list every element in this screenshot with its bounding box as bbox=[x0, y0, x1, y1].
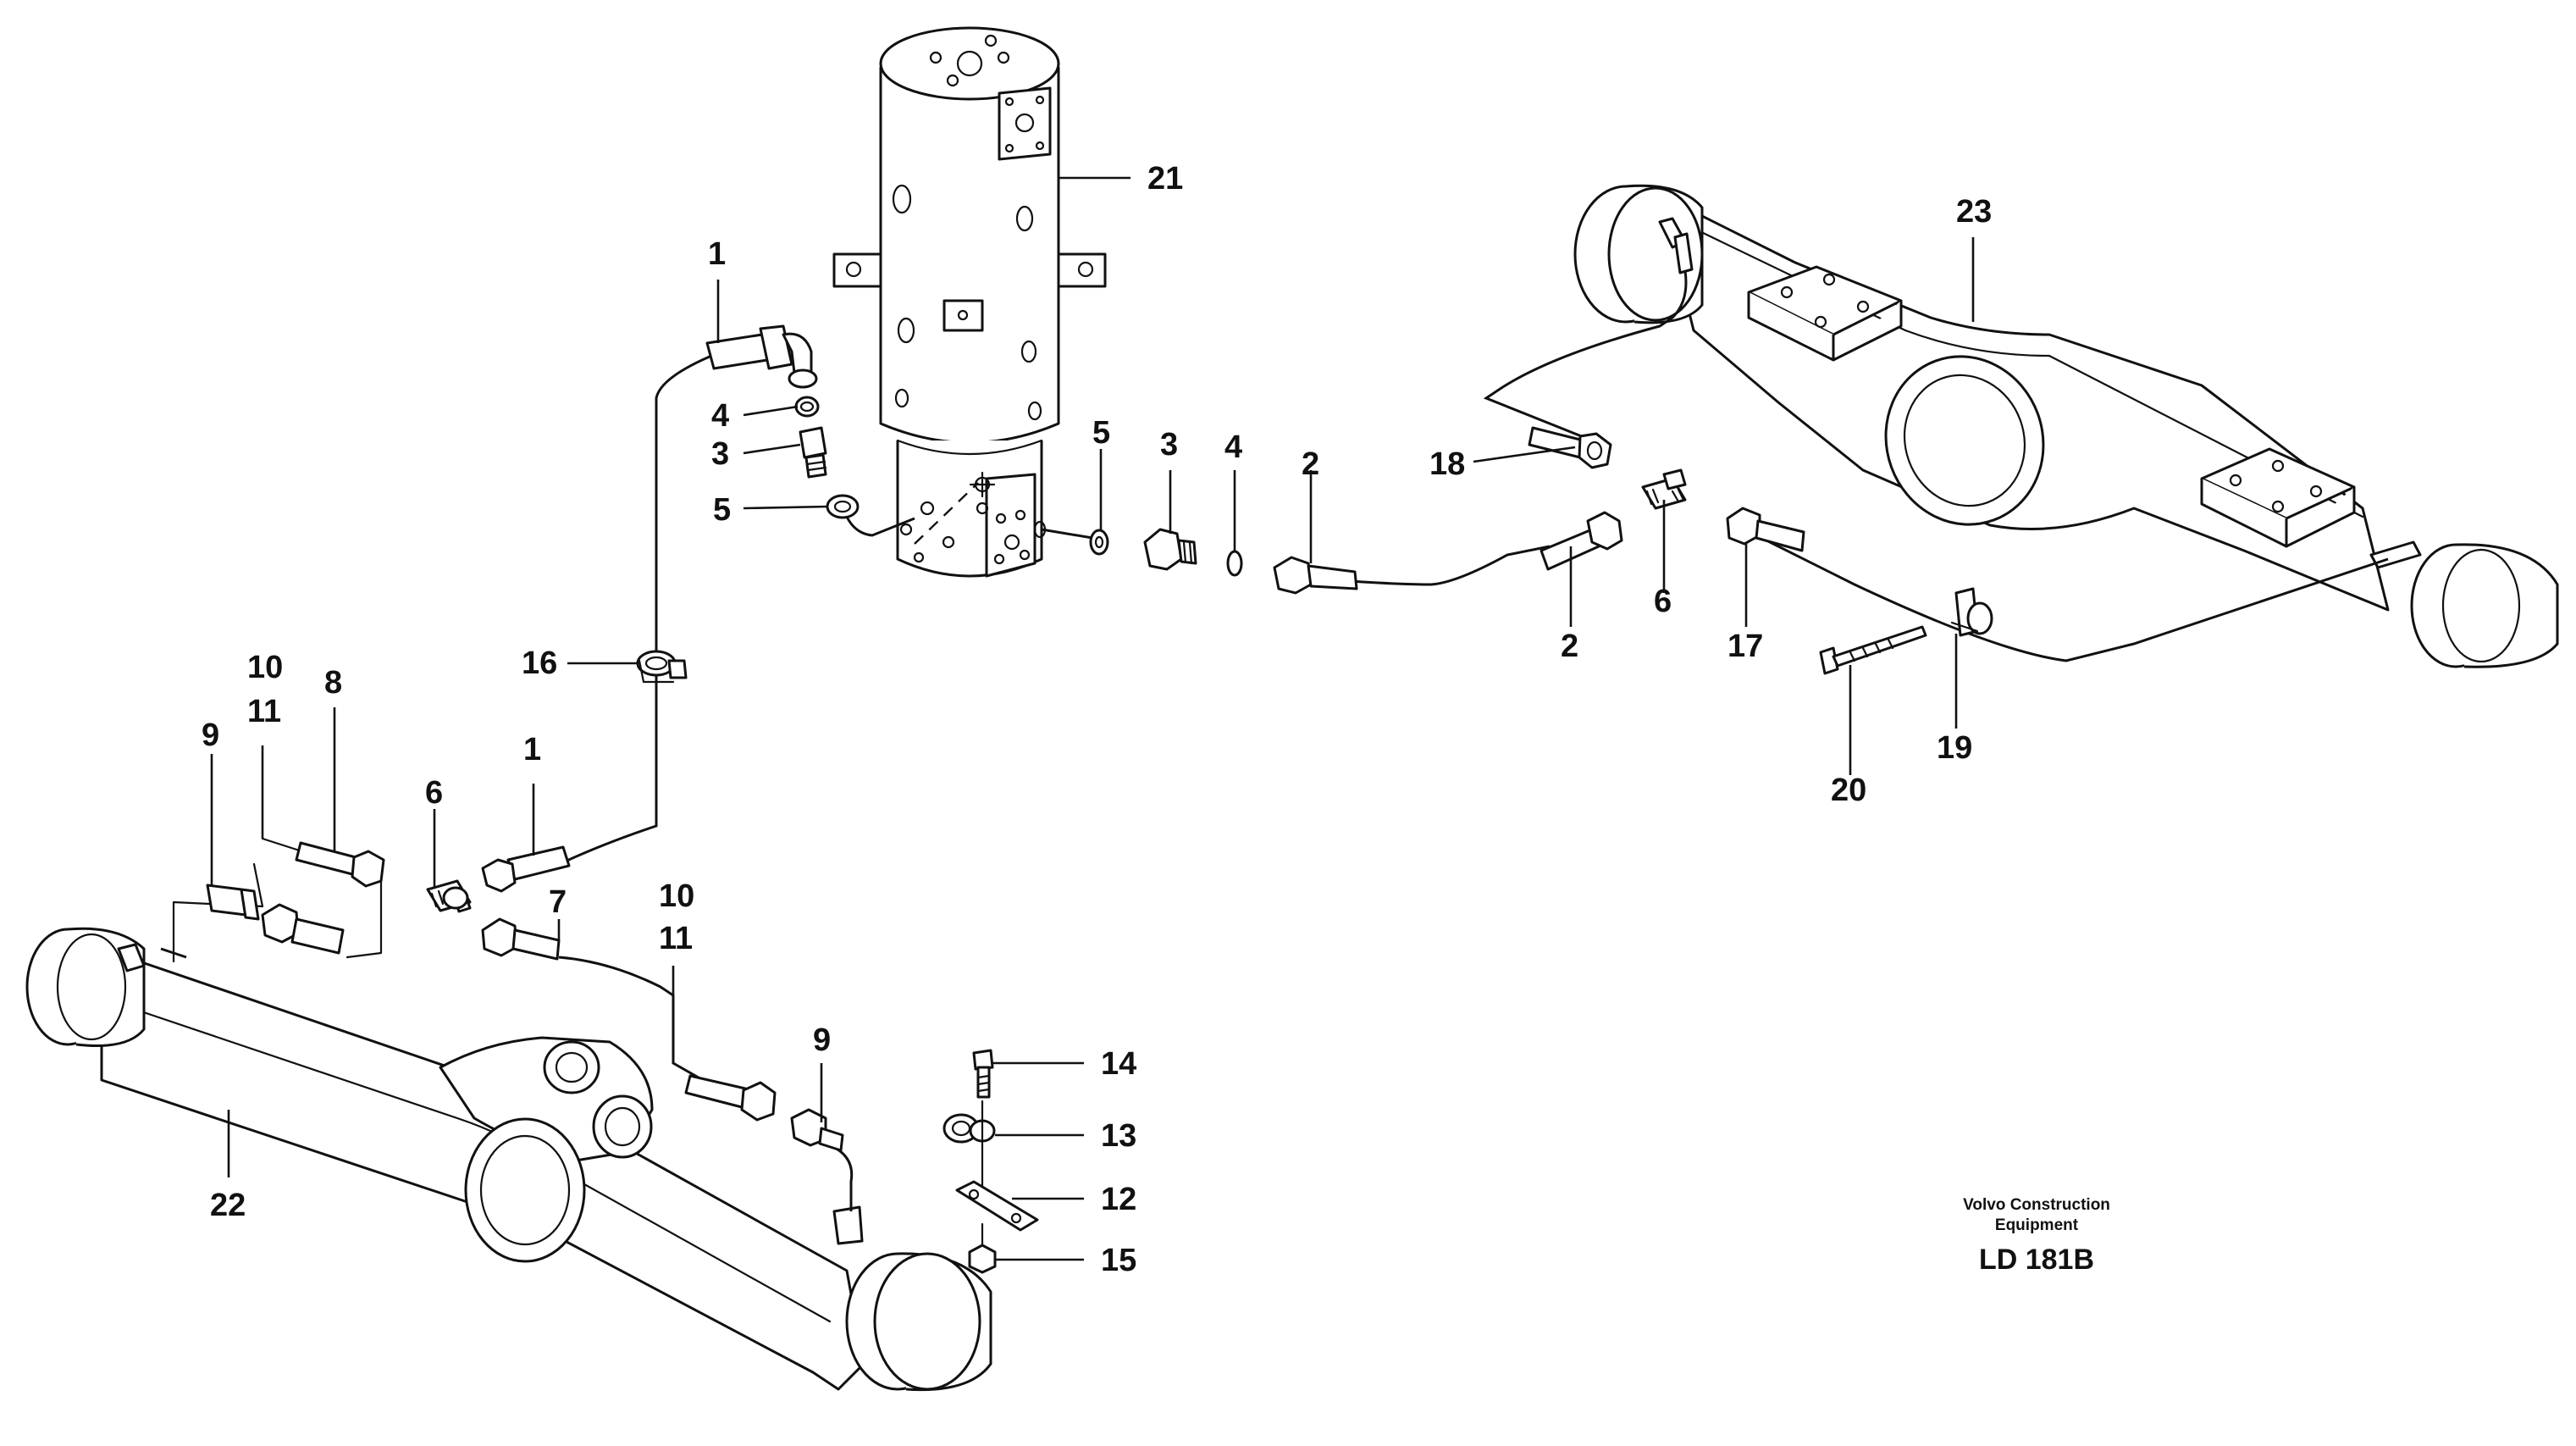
clamp-19 bbox=[1950, 587, 1993, 637]
caption-block: Volvo Construction Equipment LD 181B bbox=[1963, 1196, 2110, 1276]
tee-6-rear bbox=[1641, 468, 1687, 510]
callout-8: 8 bbox=[324, 665, 342, 701]
callout-11-lower: 11 bbox=[659, 921, 693, 956]
callout-4-right: 4 bbox=[1224, 429, 1242, 465]
callout-9-lower: 9 bbox=[813, 1022, 831, 1058]
callout-18: 18 bbox=[1429, 446, 1465, 482]
hose-fitting-18 bbox=[1528, 426, 1612, 469]
callout-20: 20 bbox=[1831, 773, 1866, 808]
front-axle-22 bbox=[25, 927, 992, 1392]
clamp-16 bbox=[636, 650, 688, 684]
leader-lines bbox=[210, 176, 1975, 1261]
tube-runs bbox=[160, 352, 1551, 1211]
tee-6-lower bbox=[426, 879, 472, 913]
bolt-20 bbox=[1819, 625, 1927, 675]
callout-17: 17 bbox=[1727, 629, 1763, 664]
drawing-code: LD 181B bbox=[1979, 1244, 2094, 1276]
callout-5-top: 5 bbox=[713, 492, 731, 528]
callout-5-right: 5 bbox=[1092, 415, 1110, 451]
rear-axle-23 bbox=[1573, 184, 2559, 668]
nut-15 bbox=[968, 1222, 997, 1274]
callout-1-lower: 1 bbox=[523, 732, 541, 767]
clamp-13 bbox=[943, 1100, 996, 1196]
callout-22: 22 bbox=[210, 1188, 246, 1223]
hose-fitting-17 bbox=[1726, 507, 1805, 552]
callout-7: 7 bbox=[549, 884, 567, 920]
callout-labels: 21 23 1 4 3 5 5 3 4 2 18 2 6 17 19 20 16… bbox=[202, 161, 1992, 1278]
callout-3-right: 3 bbox=[1160, 427, 1178, 463]
hose-fitting-1-top bbox=[705, 324, 818, 389]
plate-12 bbox=[955, 1180, 1039, 1232]
callout-10-upper: 10 bbox=[247, 650, 283, 685]
callout-13: 13 bbox=[1101, 1118, 1136, 1154]
callout-15: 15 bbox=[1101, 1243, 1136, 1278]
callout-14: 14 bbox=[1101, 1046, 1136, 1082]
callout-6-rear: 6 bbox=[1654, 584, 1672, 619]
callout-2-rear: 2 bbox=[1561, 629, 1578, 664]
hose-fitting-1-lower bbox=[481, 845, 571, 893]
fitting-9-upper bbox=[206, 884, 345, 955]
callout-16: 16 bbox=[522, 645, 557, 681]
hose-fitting-10-11-lower bbox=[684, 1074, 777, 1122]
callout-4-top: 4 bbox=[711, 398, 729, 434]
rear-axle-brake-lines bbox=[1483, 270, 2389, 662]
washer-5-right bbox=[1089, 529, 1109, 556]
callout-10-lower: 10 bbox=[659, 878, 694, 914]
adapter-3-right bbox=[1143, 528, 1197, 571]
callout-12: 12 bbox=[1101, 1182, 1136, 1217]
bolt-14 bbox=[972, 1049, 994, 1099]
o-ring-4-top bbox=[794, 396, 820, 418]
o-ring-4-right bbox=[1226, 550, 1243, 577]
callout-19: 19 bbox=[1937, 730, 1972, 766]
adapter-3-top bbox=[799, 426, 827, 479]
callout-6-lower: 6 bbox=[425, 775, 443, 811]
callout-23: 23 bbox=[1956, 194, 1992, 230]
fittings bbox=[206, 324, 1993, 1274]
callout-3-top: 3 bbox=[711, 436, 729, 472]
hose-fitting-2-mid bbox=[1273, 556, 1358, 595]
caption-company-line2: Equipment bbox=[1995, 1216, 2079, 1234]
callout-9-upper: 9 bbox=[202, 717, 219, 753]
hose-fitting-2-rear bbox=[1540, 511, 1623, 571]
fitting-9-lower bbox=[790, 1108, 844, 1152]
callout-11-upper: 11 bbox=[247, 694, 281, 729]
washer-5-top bbox=[826, 494, 860, 519]
swivel-distributor-21 bbox=[832, 26, 1107, 578]
hose-fitting-7 bbox=[481, 917, 561, 961]
callout-1-top: 1 bbox=[708, 236, 726, 272]
hose-fitting-8 bbox=[295, 841, 385, 888]
callout-21: 21 bbox=[1147, 161, 1183, 197]
caption-company: Volvo Construction bbox=[1963, 1196, 2110, 1214]
callout-2-mid: 2 bbox=[1302, 446, 1319, 482]
